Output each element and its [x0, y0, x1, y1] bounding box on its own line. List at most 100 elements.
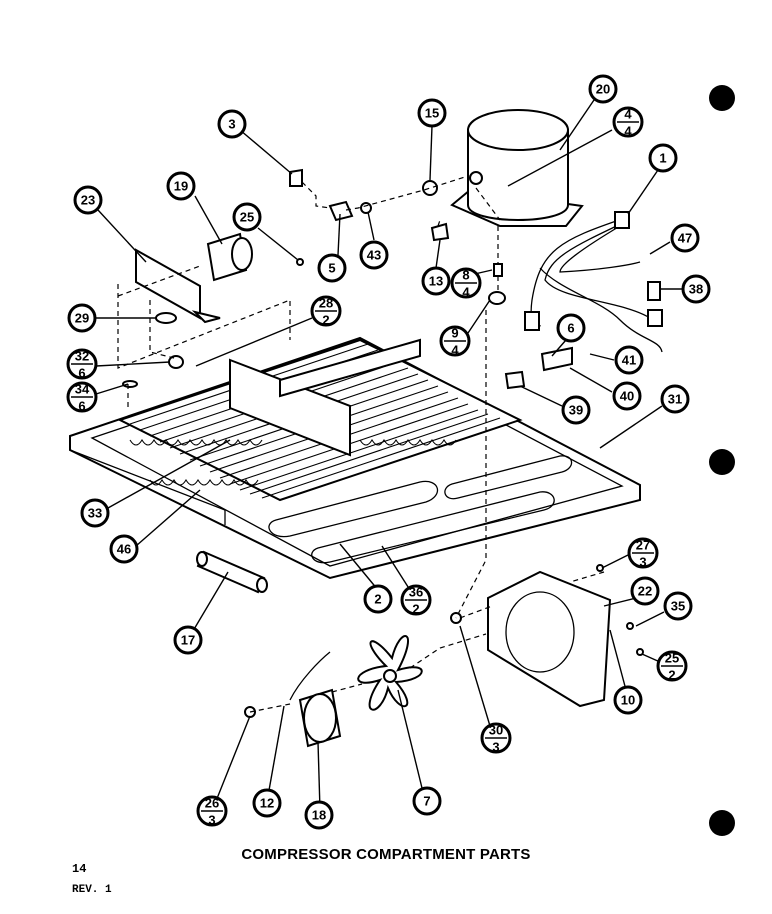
callout-29: 29 — [67, 303, 97, 333]
callout-34-6: 346 — [66, 381, 98, 414]
svg-text:5: 5 — [328, 261, 335, 276]
callout-30-3: 303 — [480, 722, 512, 755]
callout-9-4: 94 — [439, 325, 471, 358]
assembly-lines — [117, 175, 605, 713]
svg-text:7: 7 — [423, 794, 430, 809]
svg-text:13: 13 — [429, 274, 443, 289]
svg-text:4: 4 — [624, 124, 632, 139]
svg-text:30: 30 — [489, 723, 503, 738]
svg-text:4: 4 — [451, 343, 459, 358]
callout-20: 20 — [588, 74, 618, 104]
svg-text:23: 23 — [81, 193, 95, 208]
fan-shroud — [487, 570, 612, 708]
callout-35: 35 — [663, 591, 693, 621]
svg-text:3: 3 — [639, 555, 646, 570]
small-parts — [122, 168, 644, 718]
svg-text:26: 26 — [205, 796, 219, 811]
callout-17: 17 — [173, 625, 203, 655]
callout-22: 22 — [630, 576, 660, 606]
svg-text:31: 31 — [668, 392, 682, 407]
timer-motor — [206, 232, 253, 282]
svg-text:2: 2 — [412, 602, 419, 617]
callout-19: 19 — [166, 171, 196, 201]
callout-27-3: 273 — [627, 537, 659, 570]
callout-38: 38 — [681, 274, 711, 304]
fan-blade — [357, 635, 423, 711]
callout-18: 18 — [304, 800, 334, 830]
callout-10: 10 — [613, 685, 643, 715]
callout-1: 1 — [648, 143, 678, 173]
callout-31: 31 — [660, 384, 690, 414]
svg-text:22: 22 — [638, 584, 652, 599]
svg-text:2: 2 — [322, 313, 329, 328]
registration-dot-top — [709, 85, 735, 111]
svg-text:47: 47 — [678, 231, 692, 246]
callout-4-4: 44 — [612, 106, 644, 139]
drain-tube — [196, 550, 268, 594]
callout-39: 39 — [561, 395, 591, 425]
svg-text:9: 9 — [451, 326, 458, 341]
callout-6: 6 — [556, 313, 586, 343]
callout-46: 46 — [109, 534, 139, 564]
callout-7: 7 — [412, 786, 442, 816]
svg-text:6: 6 — [78, 366, 85, 381]
svg-text:3: 3 — [208, 813, 215, 828]
svg-text:8: 8 — [462, 268, 469, 283]
svg-text:1: 1 — [659, 151, 666, 166]
callout-23: 23 — [73, 185, 103, 215]
svg-text:20: 20 — [596, 82, 610, 97]
svg-text:12: 12 — [260, 796, 274, 811]
condenser-coil — [117, 338, 523, 502]
svg-text:17: 17 — [181, 633, 195, 648]
callout-40: 40 — [612, 381, 642, 411]
callout-36-2: 362 — [400, 584, 432, 617]
callout-33: 33 — [80, 498, 110, 528]
callout-15: 15 — [417, 98, 447, 128]
revision-label: REV. 1 — [72, 884, 112, 896]
svg-text:10: 10 — [621, 693, 635, 708]
callout-3: 3 — [217, 109, 247, 139]
svg-text:40: 40 — [620, 389, 634, 404]
page-number: 14 — [72, 862, 87, 876]
svg-text:34: 34 — [75, 382, 90, 397]
svg-text:25: 25 — [665, 651, 679, 666]
svg-text:41: 41 — [622, 353, 636, 368]
fan-bracket — [135, 248, 221, 324]
svg-text:25: 25 — [240, 210, 254, 225]
svg-text:15: 15 — [425, 106, 439, 121]
svg-text:3: 3 — [492, 740, 499, 755]
callout-43: 43 — [359, 240, 389, 270]
fan-motor — [289, 651, 342, 748]
svg-text:18: 18 — [312, 808, 326, 823]
svg-text:2: 2 — [374, 592, 381, 607]
callout-8-4: 84 — [450, 267, 482, 300]
callout-12: 12 — [252, 788, 282, 818]
callout-25: 25 — [232, 202, 262, 232]
svg-text:46: 46 — [117, 542, 131, 557]
callout-26-3: 263 — [196, 795, 228, 828]
leader-lines — [95, 99, 682, 811]
svg-text:27: 27 — [636, 538, 650, 553]
compressor — [450, 109, 584, 227]
callout-28-2: 282 — [310, 295, 342, 328]
svg-text:29: 29 — [75, 311, 89, 326]
svg-text:35: 35 — [671, 599, 685, 614]
svg-text:38: 38 — [689, 282, 703, 297]
svg-text:3: 3 — [228, 117, 235, 132]
svg-text:19: 19 — [174, 179, 188, 194]
callout-32-6: 326 — [66, 348, 98, 381]
svg-text:33: 33 — [88, 506, 102, 521]
svg-text:39: 39 — [569, 403, 583, 418]
svg-text:6: 6 — [567, 321, 574, 336]
svg-text:4: 4 — [624, 107, 632, 122]
registration-dot-bottom — [709, 810, 735, 836]
svg-text:2: 2 — [668, 668, 675, 683]
svg-text:4: 4 — [462, 285, 470, 300]
callout-25-2: 252 — [656, 650, 688, 683]
svg-text:28: 28 — [319, 296, 333, 311]
svg-text:6: 6 — [78, 399, 85, 414]
svg-text:43: 43 — [367, 248, 381, 263]
callout-13: 13 — [421, 266, 451, 296]
registration-dot-middle — [709, 449, 735, 475]
